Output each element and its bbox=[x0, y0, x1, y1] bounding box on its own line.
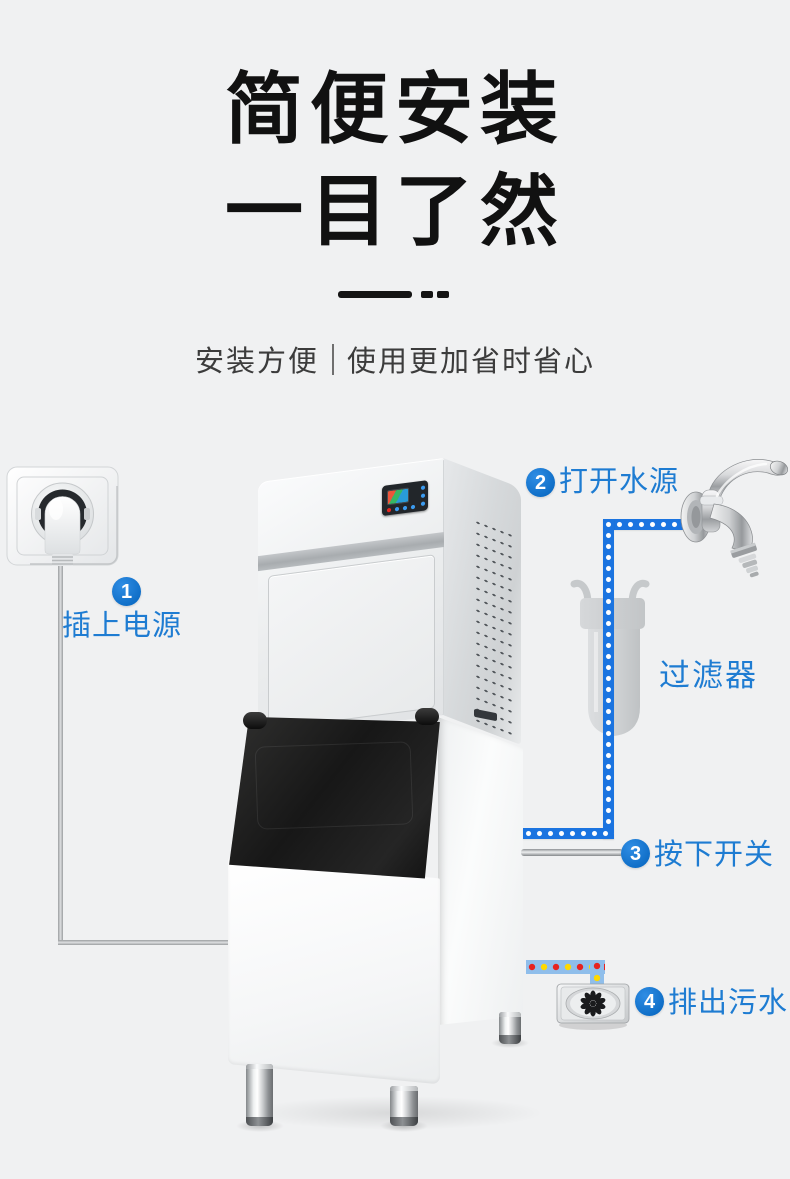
divider-short-dash bbox=[436, 291, 449, 298]
step-3-badge: 3 bbox=[621, 839, 650, 868]
step-1-label: 插上电源 bbox=[62, 610, 183, 642]
ice-machine-front-panel bbox=[258, 458, 444, 740]
machine-foot bbox=[246, 1064, 273, 1126]
water-filter-icon bbox=[570, 579, 650, 736]
front-door-panel bbox=[268, 554, 435, 730]
drain-pipe-line bbox=[526, 960, 605, 974]
subtitle: 安装方便 使用更加省时省心 bbox=[0, 338, 790, 380]
ice-machine-side-panel bbox=[443, 458, 521, 745]
water-pipe-line bbox=[603, 519, 614, 839]
page-title-line-2: 一目了然 bbox=[224, 167, 565, 255]
bin-door-hinge bbox=[243, 712, 267, 729]
bin-door-hinge bbox=[415, 708, 439, 725]
power-socket-icon bbox=[6, 466, 119, 566]
step-4-label: 排出污水 bbox=[668, 987, 789, 1019]
step-4-badge: 4 bbox=[635, 987, 664, 1016]
power-cord-line bbox=[58, 940, 236, 945]
faucet-hose-barb bbox=[730, 542, 759, 578]
water-pipe-line bbox=[603, 519, 685, 530]
subtitle-left: 安装方便 bbox=[194, 346, 319, 378]
cabinet-side-panel bbox=[438, 717, 523, 1056]
title-divider bbox=[0, 291, 790, 298]
floor-drain-icon bbox=[556, 983, 630, 1030]
filter-label: 过滤器 bbox=[659, 658, 758, 693]
cabinet-front-panel bbox=[228, 858, 440, 1085]
power-cord-line bbox=[58, 562, 63, 943]
step-3-label: 按下开关 bbox=[654, 839, 775, 871]
ice-bin-door bbox=[229, 716, 440, 879]
power-plug-icon bbox=[44, 496, 81, 566]
water-pipe-line bbox=[523, 828, 614, 839]
page-title-line-1: 简便安装 bbox=[224, 65, 565, 153]
divider-short-dash bbox=[420, 291, 433, 298]
step-2-label: 打开水源 bbox=[559, 466, 680, 498]
control-panel bbox=[382, 480, 428, 517]
socket-clip bbox=[84, 508, 90, 520]
step-2-badge: 2 bbox=[526, 468, 555, 497]
divider-long-dash bbox=[337, 291, 412, 298]
subtitle-right: 使用更加省时省心 bbox=[347, 346, 596, 378]
faucet-icon bbox=[680, 459, 789, 578]
machine-foot bbox=[499, 1012, 521, 1044]
subtitle-separator bbox=[332, 343, 334, 375]
socket-clip bbox=[35, 508, 41, 520]
switch-cord-line bbox=[521, 849, 623, 856]
step-1-badge: 1 bbox=[112, 577, 141, 606]
machine-foot bbox=[390, 1086, 418, 1126]
control-buttons bbox=[382, 480, 428, 517]
